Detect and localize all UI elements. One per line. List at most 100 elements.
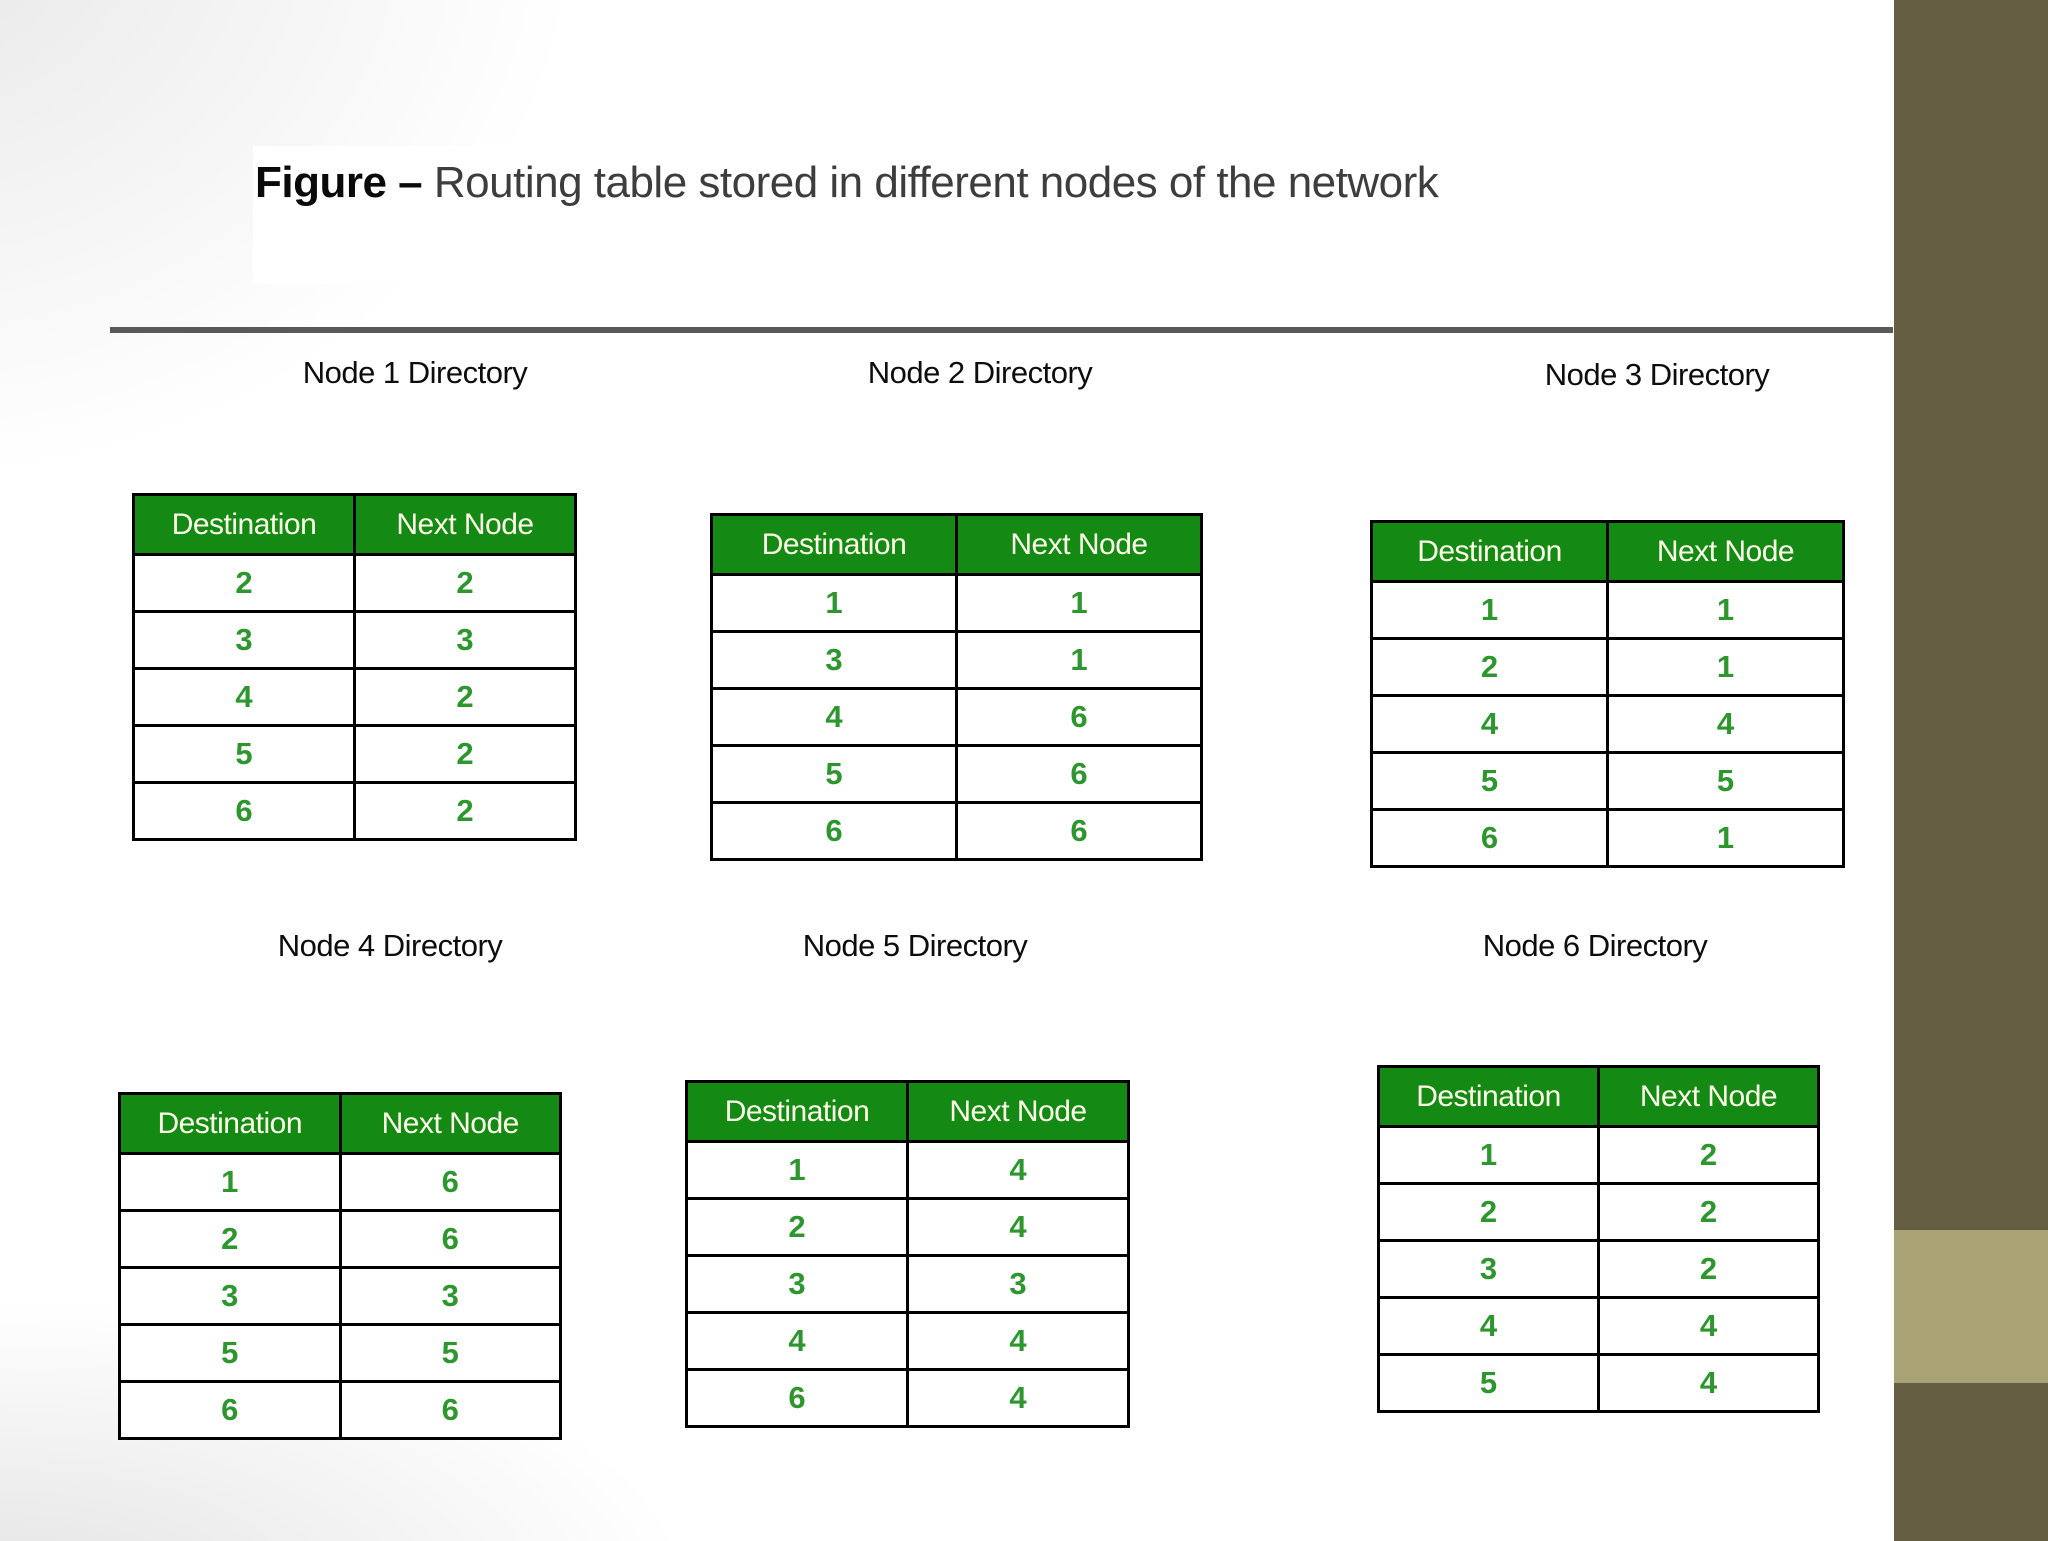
next-node-cell: 5 bbox=[1606, 751, 1845, 811]
next-node-cell: 4 bbox=[1606, 694, 1845, 754]
next-node-cell: 6 bbox=[338, 1380, 562, 1440]
node-2-title: Node 2 Directory bbox=[867, 355, 1093, 390]
destination-cell: 1 bbox=[685, 1140, 909, 1200]
column-header-next-node: Next Node bbox=[338, 1092, 562, 1155]
next-node-cell: 4 bbox=[906, 1311, 1130, 1371]
table-header-row: Destination Next Node bbox=[710, 513, 1203, 576]
destination-cell: 2 bbox=[1377, 1182, 1600, 1242]
destination-cell: 3 bbox=[132, 610, 356, 670]
next-node-cell: 3 bbox=[906, 1254, 1130, 1314]
destination-cell: 6 bbox=[118, 1380, 342, 1440]
table-header-row: Destination Next Node bbox=[118, 1092, 562, 1155]
destination-cell: 1 bbox=[710, 573, 958, 633]
table-header-row: Destination Next Node bbox=[132, 493, 577, 556]
figure-caption: Figure – Routing table stored in differe… bbox=[255, 158, 1439, 208]
destination-cell: 5 bbox=[710, 744, 958, 804]
right-sidebar-decoration bbox=[1894, 0, 2048, 1541]
next-node-cell: 3 bbox=[338, 1266, 562, 1326]
column-header-destination: Destination bbox=[132, 493, 356, 556]
column-header-destination: Destination bbox=[1377, 1065, 1600, 1128]
destination-cell: 4 bbox=[710, 687, 958, 747]
sidebar-accent-band bbox=[1894, 1230, 2048, 1383]
destination-cell: 1 bbox=[1370, 580, 1609, 640]
destination-cell: 2 bbox=[118, 1209, 342, 1269]
next-node-cell: 5 bbox=[338, 1323, 562, 1383]
destination-cell: 5 bbox=[1377, 1353, 1600, 1413]
next-node-cell: 1 bbox=[1606, 637, 1845, 697]
next-node-cell: 4 bbox=[1597, 1353, 1820, 1413]
title-background-band bbox=[253, 146, 1845, 284]
table-header-row: Destination Next Node bbox=[1377, 1065, 1820, 1128]
next-node-cell: 6 bbox=[338, 1152, 562, 1212]
column-header-next-node: Next Node bbox=[353, 493, 577, 556]
column-header-destination: Destination bbox=[710, 513, 958, 576]
next-node-cell: 2 bbox=[353, 553, 577, 613]
next-node-cell: 6 bbox=[338, 1209, 562, 1269]
next-node-cell: 4 bbox=[906, 1197, 1130, 1257]
destination-cell: 4 bbox=[132, 667, 356, 727]
column-header-next-node: Next Node bbox=[1597, 1065, 1820, 1128]
next-node-cell: 4 bbox=[906, 1368, 1130, 1428]
title-divider bbox=[110, 327, 1893, 333]
destination-cell: 6 bbox=[132, 781, 356, 841]
destination-cell: 3 bbox=[1377, 1239, 1600, 1299]
next-node-cell: 1 bbox=[955, 630, 1203, 690]
table-header-row: Destination Next Node bbox=[1370, 520, 1845, 583]
next-node-cell: 2 bbox=[353, 781, 577, 841]
column-header-destination: Destination bbox=[1370, 520, 1609, 583]
next-node-cell: 2 bbox=[1597, 1182, 1820, 1242]
node-5-title: Node 5 Directory bbox=[802, 928, 1028, 963]
column-header-next-node: Next Node bbox=[1606, 520, 1845, 583]
destination-cell: 5 bbox=[132, 724, 356, 784]
destination-cell: 4 bbox=[685, 1311, 909, 1371]
destination-cell: 6 bbox=[685, 1368, 909, 1428]
destination-cell: 3 bbox=[710, 630, 958, 690]
next-node-cell: 4 bbox=[1597, 1296, 1820, 1356]
node-3-title: Node 3 Directory bbox=[1544, 357, 1770, 392]
next-node-cell: 2 bbox=[1597, 1125, 1820, 1185]
column-header-next-node: Next Node bbox=[906, 1080, 1130, 1143]
next-node-cell: 4 bbox=[906, 1140, 1130, 1200]
next-node-cell: 1 bbox=[1606, 580, 1845, 640]
figure-caption-text: Routing table stored in different nodes … bbox=[433, 158, 1439, 207]
table-header-row: Destination Next Node bbox=[685, 1080, 1130, 1143]
destination-cell: 3 bbox=[685, 1254, 909, 1314]
next-node-cell: 2 bbox=[353, 724, 577, 784]
next-node-cell: 2 bbox=[1597, 1239, 1820, 1299]
destination-cell: 4 bbox=[1370, 694, 1609, 754]
destination-cell: 3 bbox=[118, 1266, 342, 1326]
destination-cell: 6 bbox=[710, 801, 958, 861]
next-node-cell: 6 bbox=[955, 744, 1203, 804]
